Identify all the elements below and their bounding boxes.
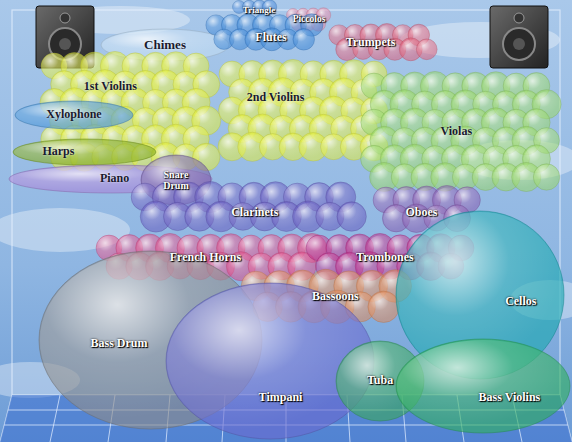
instrument-label: Bassoons <box>312 290 359 303</box>
instrument-label: 1st Violins <box>84 80 137 93</box>
instrument-label: Oboes <box>405 206 437 219</box>
bass-violin-zone: Bass Violins <box>395 338 571 434</box>
instrument-label: Chimes <box>144 38 186 52</box>
viola-cluster: Violas <box>360 72 565 192</box>
sound-bubble <box>416 39 437 60</box>
xylophone-zone: Xylophone <box>14 100 134 130</box>
sound-bubble <box>337 202 366 231</box>
instrument-label: Clarinets <box>231 206 278 219</box>
zone-fill <box>15 101 133 129</box>
zone-highlight <box>397 340 569 432</box>
instrument-label: Tuba <box>367 374 393 387</box>
instrument-label: Piccolos <box>293 14 326 24</box>
instrument-label: Trumpets <box>346 36 396 49</box>
sound-bubble <box>368 291 399 322</box>
instrument-label: Triangle <box>243 6 275 16</box>
zone-highlight <box>16 102 132 128</box>
instrument-label: Flutes <box>255 31 286 44</box>
instrument-label: 2nd Violins <box>247 91 305 104</box>
speaker-icon <box>490 6 548 68</box>
harp-zone: Harps <box>12 138 157 166</box>
instrument-label: Violas <box>441 125 473 138</box>
instrument-label: Xylophone <box>46 108 101 121</box>
sound-zone <box>395 338 571 434</box>
instrument-label: Harps <box>42 145 74 158</box>
zone-fill <box>9 165 212 193</box>
instrument-label: Cellos <box>505 295 536 308</box>
instrument-label: Trombones <box>356 251 414 264</box>
zone-highlight <box>14 140 155 164</box>
instrument-label: Piano <box>100 172 129 185</box>
sound-zone <box>12 138 157 166</box>
instrument-label: Bass Drum <box>90 337 147 350</box>
zone-fill <box>396 339 570 433</box>
sound-bubble <box>533 164 559 190</box>
zone-highlight <box>10 166 211 192</box>
zone-fill <box>13 139 156 165</box>
instrument-label: French Horns <box>170 251 241 264</box>
instrument-label: Timpani <box>259 391 303 404</box>
sound-bubble <box>293 29 315 51</box>
instrument-label: Snare Drum <box>153 169 199 191</box>
stage-box <box>0 10 572 442</box>
instrument-label: Bass Violins <box>479 391 541 404</box>
